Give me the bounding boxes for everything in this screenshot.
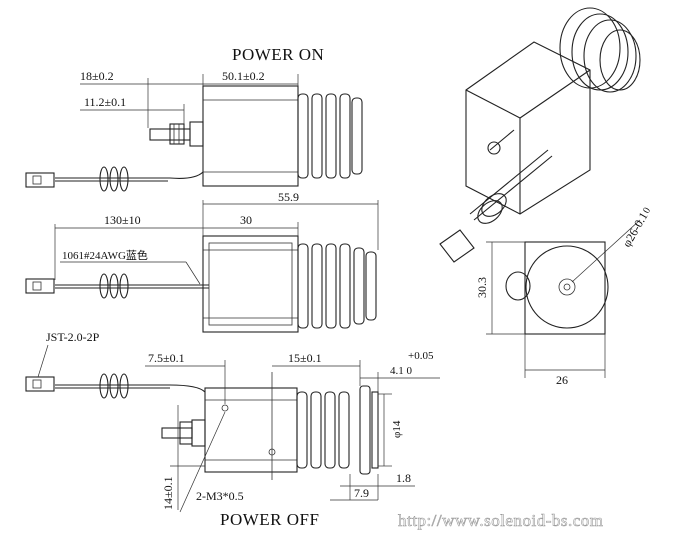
dim-14: 14±0.1 xyxy=(161,476,175,510)
plunger-3 xyxy=(161,427,193,439)
grommets xyxy=(99,166,129,192)
connector xyxy=(25,172,55,188)
isometric-view xyxy=(439,7,641,263)
end-view-disc xyxy=(525,245,609,329)
dim-30: 30 xyxy=(240,213,252,227)
connector-2 xyxy=(25,278,55,294)
connector-3 xyxy=(25,376,55,392)
dim-4-1: 4.1 0 xyxy=(390,365,413,377)
dim-50-1: 50.1±0.2 xyxy=(222,69,265,83)
connector-label: JST-2.0-2P xyxy=(46,330,100,344)
end-view-frame xyxy=(524,241,606,335)
dim-55-9: 55.9 xyxy=(278,190,299,204)
dim-11-2: 11.2±0.1 xyxy=(84,95,126,109)
dim-130: 130±10 xyxy=(104,213,141,227)
coil-windings-3 xyxy=(296,385,379,475)
dim-26: 26 xyxy=(556,373,568,387)
grommets-3 xyxy=(99,373,129,399)
frame-body-3 xyxy=(204,387,298,473)
dim-7-5: 7.5±0.1 xyxy=(148,351,185,365)
dim-phi26: φ26-0.1 xyxy=(619,210,650,250)
grommets-2 xyxy=(99,273,129,299)
lead-wire xyxy=(55,171,204,179)
end-view: φ26-0.1 0 30.3 26 xyxy=(475,206,653,387)
dim-7-9: 7.9 xyxy=(354,486,369,500)
view-power-off: 7.5±0.1 15±0.1 +0.05 4.1 0 φ14 1.8 7.9 1… xyxy=(25,330,440,513)
dim-zero: 0 xyxy=(641,206,653,216)
dim-plus-005: +0.05 xyxy=(408,350,434,362)
dim-30-3: 30.3 xyxy=(475,277,489,298)
dim-18: 18±0.2 xyxy=(80,69,114,83)
frame-body xyxy=(202,85,299,187)
coil-windings xyxy=(297,93,363,179)
dim-1-8: 1.8 xyxy=(396,471,411,485)
view-power-on: 18±0.2 50.1±0.2 11.2±0.1 xyxy=(25,69,363,192)
coil-windings-2 xyxy=(297,243,377,329)
watermark-url: http://www.solenoid-bs.com xyxy=(398,511,604,530)
wire-spec: 1061#24AWG蓝色 xyxy=(62,248,148,262)
title-power-on: POWER ON xyxy=(232,45,324,64)
title-power-off: POWER OFF xyxy=(220,510,319,529)
dim-m3: 2-M3*0.5 xyxy=(196,489,244,503)
view-middle: 55.9 130±10 30 1061#24AWG蓝色 xyxy=(25,190,379,333)
dim-15: 15±0.1 xyxy=(288,351,322,365)
dim-phi14: φ14 xyxy=(391,420,403,438)
